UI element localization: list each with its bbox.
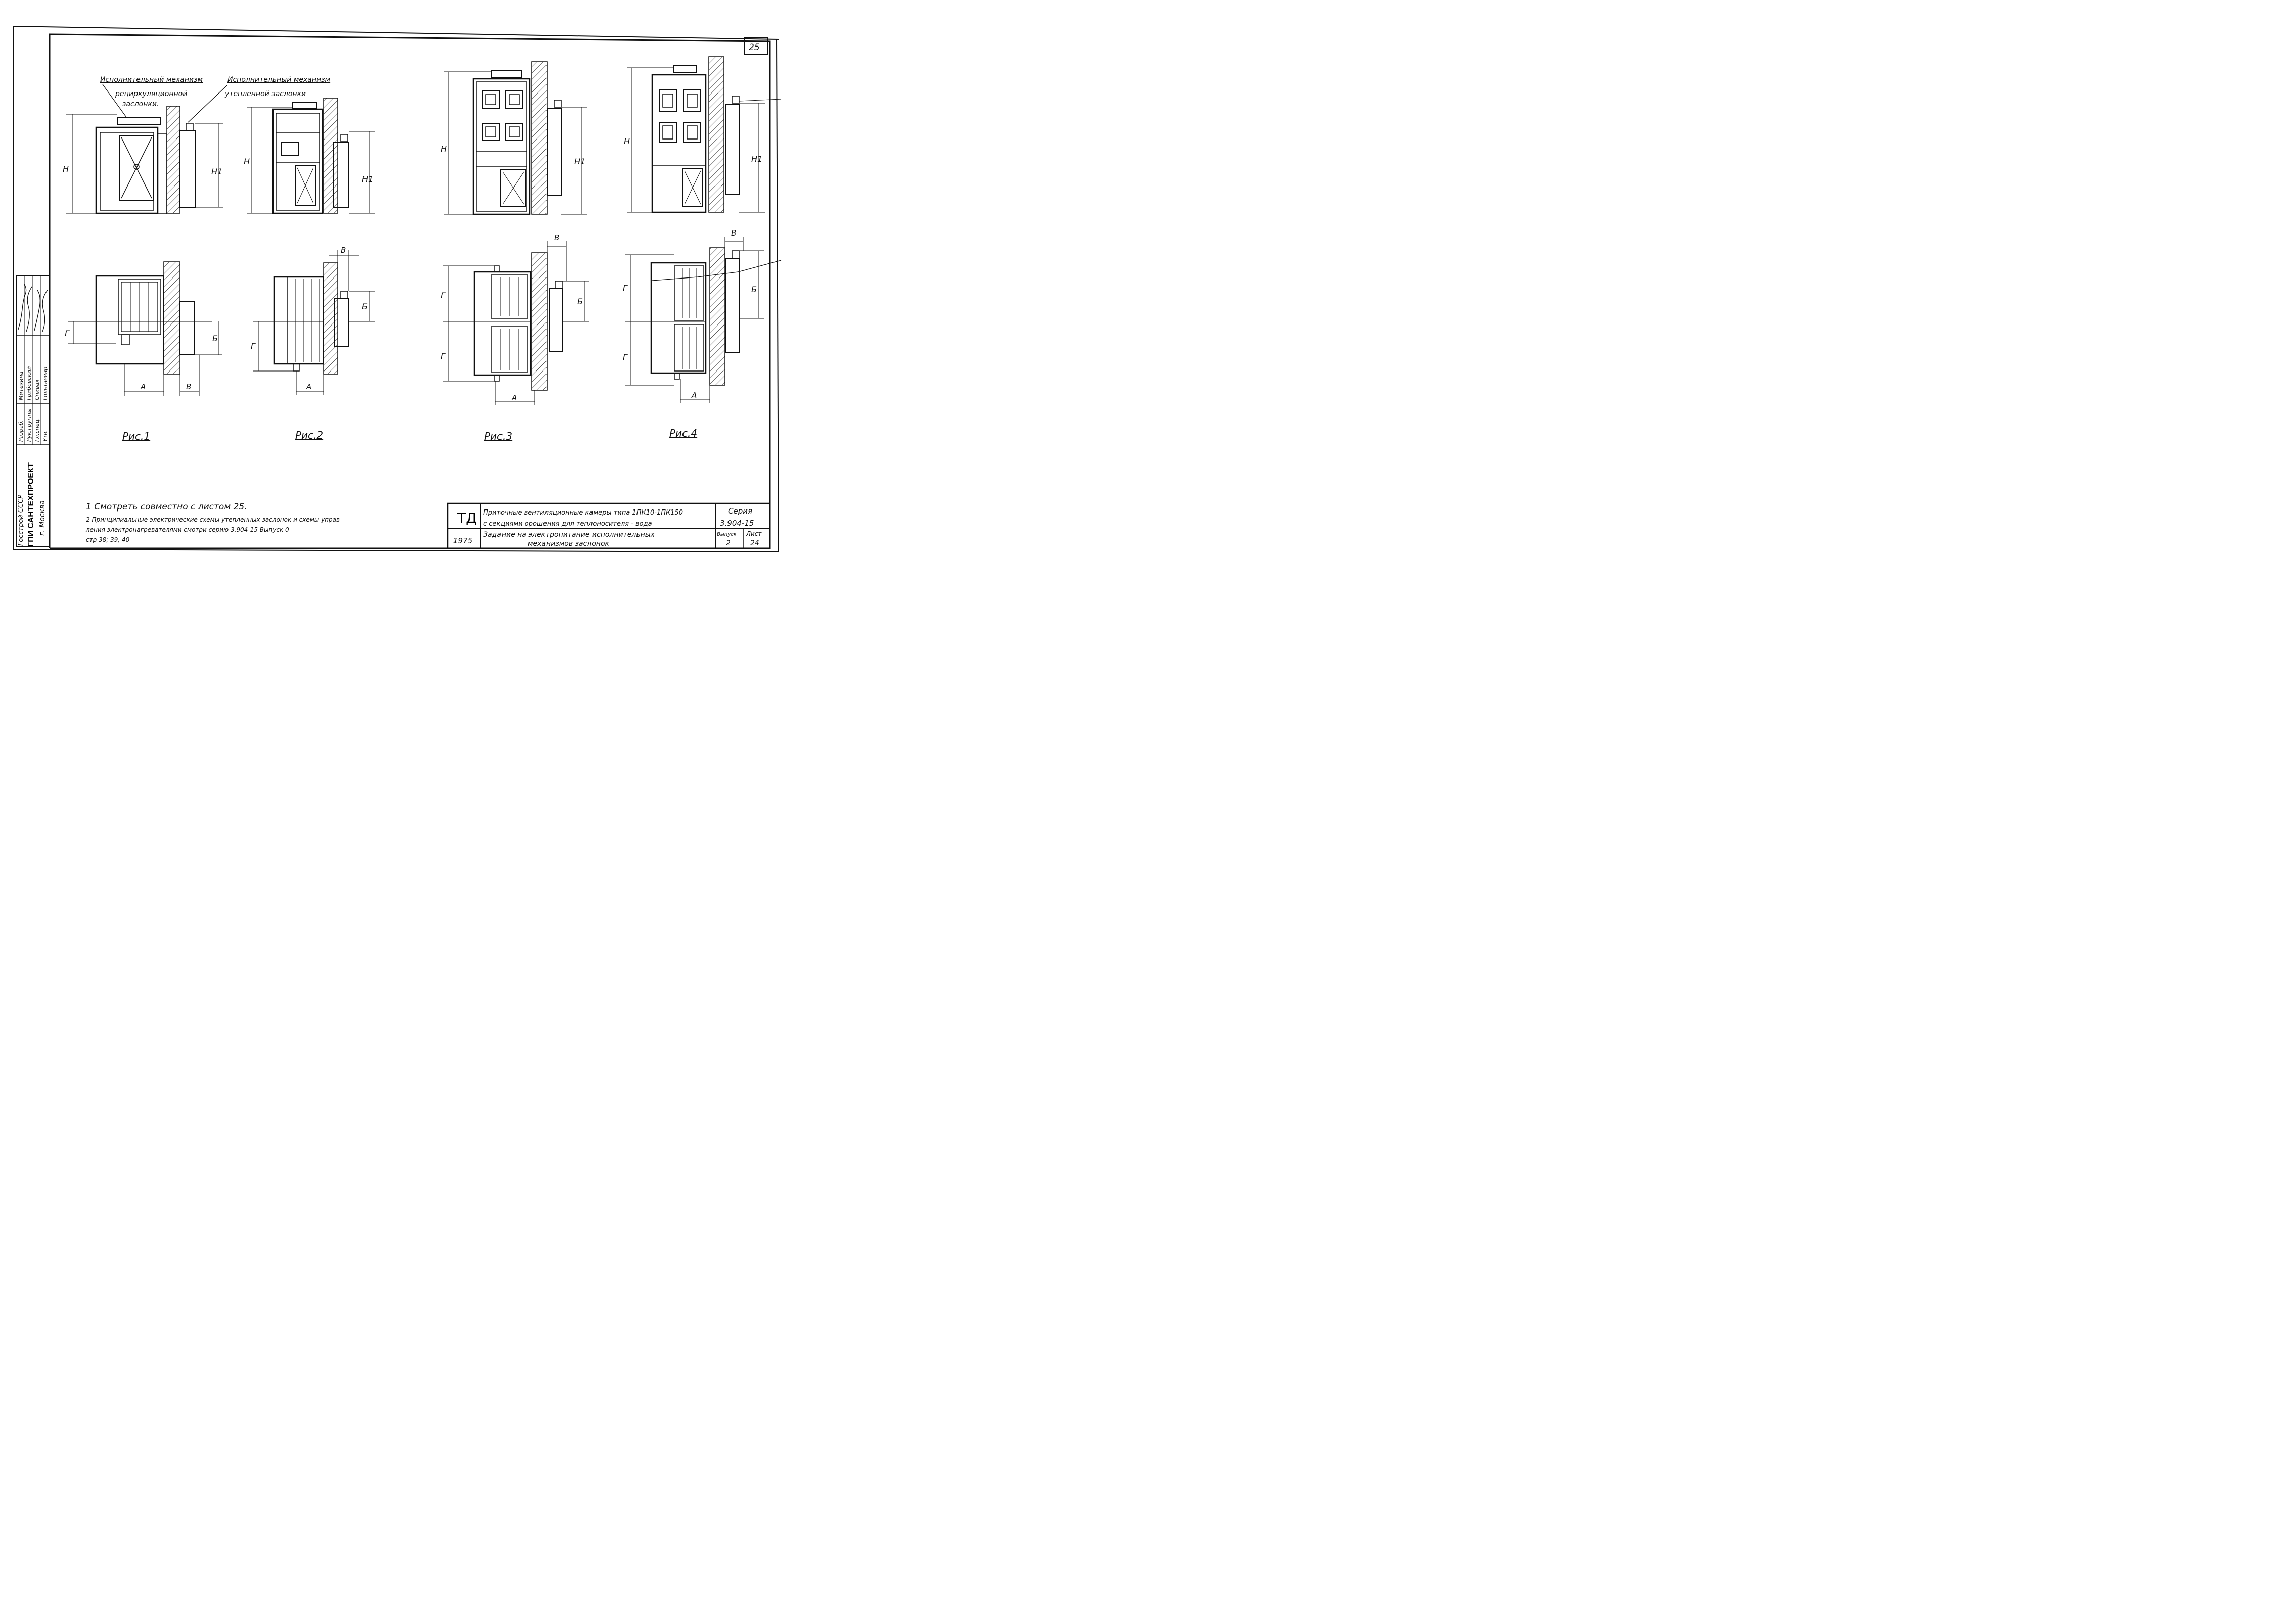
note-2-line3: стр 38; 39, 40 — [86, 536, 130, 543]
callout-right-line2: утепленной заслонки — [224, 90, 306, 98]
fig2-elevation: H H1 — [244, 98, 375, 214]
stamp-name-1: Митехина — [18, 371, 24, 400]
callout-recirculation-damper: Исполнительный механизм рециркуляционной… — [100, 76, 203, 118]
fig4-wall — [708, 56, 724, 213]
fig4-dim-Г-upper: Г — [623, 283, 628, 293]
stamp-signatures — [18, 284, 48, 332]
fig3-dim-H: H — [441, 144, 447, 154]
stamp-name-2: Грибовский — [26, 366, 32, 400]
fig1-plan: Г Б А В — [65, 261, 222, 396]
title-line2: с секциями орошения для теплоносителя - … — [483, 520, 652, 528]
series-label: Серия — [728, 506, 752, 516]
fig3-dim-B: В — [554, 233, 559, 242]
subtitle-line2: механизмов заслонок — [528, 540, 610, 548]
fig3-actuator — [491, 70, 522, 78]
title-year: 1975 — [453, 536, 472, 545]
caption-fig3: Рис.3 — [484, 430, 512, 442]
fig2-dim-H: H — [244, 157, 250, 166]
fig1-dim-A: А — [140, 382, 146, 391]
stamp-org-line2: ГПИ САНТЕХПРОЕКТ — [27, 462, 35, 547]
sheet-number-box: 25 — [744, 37, 768, 55]
fig4-actuator — [673, 65, 697, 73]
fig2-dim-Г: Г — [251, 341, 256, 351]
callout-left-line2: рециркуляционной — [115, 90, 187, 98]
fig4-elevation: H H1 — [624, 56, 782, 213]
fig1-dim-B: В — [186, 382, 191, 391]
stamp-org-line1: Госстрой СССР — [17, 495, 25, 546]
fig3-wall — [531, 61, 548, 215]
notes: 1 Смотреть совместно с листом 25. 2 Прин… — [85, 502, 340, 543]
fig3-dim-A: А — [511, 393, 517, 402]
stamp-org-line3: г. Москва — [38, 500, 47, 536]
stamp-role-1: Разраб. — [18, 420, 24, 442]
fig4-dim-H: H — [624, 136, 630, 146]
fig3-dim-Г-upper: Г — [441, 291, 446, 300]
stamp-name-4: Гольтвеевр — [42, 367, 49, 400]
caption-fig1: Рис.1 — [122, 430, 150, 442]
fig1-dim-Б: Б — [212, 334, 218, 343]
caption-fig2: Рис.2 — [295, 429, 323, 441]
fig2-dim-B: В — [341, 246, 346, 255]
figure-captions: Рис.1 Рис.2 Рис.3 Рис.4 — [122, 427, 697, 442]
fig2-actuator — [292, 102, 317, 109]
stamp-name-3: Спивак — [34, 379, 40, 400]
fig2-dim-H1: H1 — [362, 174, 373, 184]
fig1-wall — [166, 106, 180, 214]
series-value: 3.904-15 — [720, 519, 754, 528]
sheet-value: 24 — [750, 539, 759, 547]
fig4-dim-Б: Б — [751, 285, 757, 294]
fig2-dim-A: А — [306, 382, 311, 391]
title-mark: ТД — [457, 509, 477, 526]
note-2-line1: 2 Принципиальные электрические схемы уте… — [86, 516, 340, 523]
note-1: 1 Смотреть совместно с листом 25. — [86, 502, 247, 512]
fig4-dim-H1: H1 — [751, 154, 762, 164]
fig4-dim-B: В — [731, 228, 736, 238]
title-line1: Приточные вентиляционные камеры типа 1ПК… — [483, 509, 683, 517]
fig1-elevation: H H1 — [63, 106, 223, 214]
fig1-dim-H1: H1 — [211, 167, 222, 176]
fig2-plan-wall — [323, 262, 338, 375]
subtitle-line1: Задание на электропитание исполнительных — [483, 531, 655, 539]
issue-value: 2 — [726, 539, 731, 547]
fig4-dim-Г-lower: Г — [623, 352, 628, 362]
fig3-plan-wall — [531, 252, 548, 391]
callout-right-line1: Исполнительный механизм — [228, 76, 331, 84]
callout-left-line3: заслонки. — [122, 100, 159, 108]
sheet-number: 25 — [749, 42, 760, 53]
fig1-dim-Г: Г — [65, 329, 70, 338]
title-block: ТД 1975 Приточные вентиляционные камеры … — [447, 502, 771, 549]
drawing-sheet: 25 Исполнительный механизм рециркуляцион… — [0, 0, 782, 558]
stamp-role-4: Утв. — [42, 430, 49, 442]
callout-insulated-damper: Исполнительный механизм утепленной засло… — [188, 76, 331, 123]
fig1-actuator — [117, 117, 161, 125]
fig3-dim-Б: Б — [577, 297, 583, 306]
stamp-role-2: Рук.группы — [26, 408, 32, 442]
stamp-role-3: Гл.спец. — [34, 417, 40, 442]
side-stamp: Госстрой СССР ГПИ САНТЕХПРОЕКТ г. Москва… — [16, 275, 50, 547]
fig2-plan: В Б Г А — [251, 246, 375, 395]
sheet-label: Лист — [746, 530, 762, 537]
fig4-dim-A: А — [691, 391, 697, 400]
fig1-dim-H: H — [63, 164, 69, 174]
fig3-dim-Г-lower: Г — [441, 351, 446, 361]
note-2-line2: ления электронагревателями смотри серию … — [85, 526, 289, 533]
caption-fig4: Рис.4 — [669, 427, 697, 439]
fig4-plan: В Б Г Г А — [623, 228, 782, 403]
callout-left-line1: Исполнительный механизм — [100, 76, 203, 84]
fig2-dim-Б: Б — [362, 302, 368, 311]
fig1-plan-wall — [163, 261, 180, 375]
issue-label: Выпуск — [717, 532, 737, 537]
fig3-plan: В Б Г Г А — [441, 233, 589, 405]
fig4-plan-wall — [709, 247, 725, 386]
fig3-elevation: H H1 — [441, 61, 587, 215]
fig2-wall — [323, 98, 338, 214]
fig3-dim-H1: H1 — [574, 157, 585, 166]
